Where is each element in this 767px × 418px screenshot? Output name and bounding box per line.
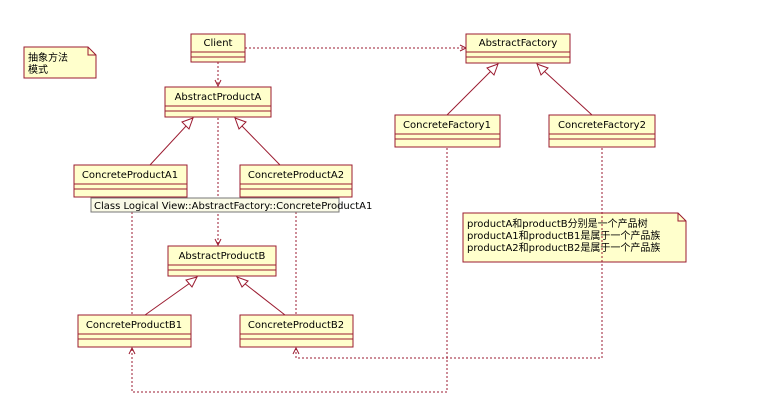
note-right-line-1: productA和productB分别是一个产品树 xyxy=(467,217,648,230)
class-concrete-product-b2[interactable]: ConcreteProductB2 xyxy=(239,314,354,348)
note-left[interactable]: 抽象方法 模式 xyxy=(23,46,97,79)
inherit-productb-triangle-2 xyxy=(235,276,249,288)
inherit-factory-triangle-2 xyxy=(536,63,549,76)
class-abstract-product-b[interactable]: AbstractProductB xyxy=(167,245,277,277)
class-concrete-product-b2-name: ConcreteProductB2 xyxy=(248,320,344,331)
dependency-lines xyxy=(128,44,603,393)
inherit-producta-triangle-2 xyxy=(234,117,247,130)
class-abstract-product-a[interactable]: AbstractProductA xyxy=(164,86,272,118)
note-right[interactable]: productA和productB分别是一个产品树 productA1和prod… xyxy=(462,212,687,263)
class-abstract-factory-name: AbstractFactory xyxy=(479,38,558,49)
class-concrete-factory-2-name: ConcreteFactory2 xyxy=(558,120,646,131)
hover-tooltip-text: Class Logical View::AbstractFactory::Con… xyxy=(94,201,372,212)
dep-client-producta-arrow xyxy=(214,79,222,88)
inherit-producta1 xyxy=(149,117,194,166)
class-concrete-factory-1-name: ConcreteFactory1 xyxy=(403,120,491,131)
class-concrete-product-a1-name: ConcreteProductA1 xyxy=(82,170,178,181)
note-left-line-2: 模式 xyxy=(28,63,48,76)
dep-factory1-b1-arrow xyxy=(128,346,136,355)
class-client[interactable]: Client xyxy=(190,33,246,63)
note-right-line-2: productA1和productB1是属于一个产品族 xyxy=(467,229,660,242)
class-concrete-factory-1[interactable]: ConcreteFactory1 xyxy=(394,114,501,148)
class-client-name: Client xyxy=(204,38,233,49)
inherit-producta-triangle-1 xyxy=(181,117,194,130)
class-concrete-factory-2[interactable]: ConcreteFactory2 xyxy=(548,114,656,148)
class-concrete-product-a2[interactable]: ConcreteProductA2 xyxy=(239,164,353,198)
hover-tooltip: Class Logical View::AbstractFactory::Con… xyxy=(90,197,372,213)
inherit-factory-triangle-1 xyxy=(486,63,499,76)
dep-factory1-products xyxy=(131,148,448,393)
inherit-factory1 xyxy=(446,63,499,116)
inherit-productb1 xyxy=(144,276,198,316)
dep-factory2-b2-arrow xyxy=(292,346,300,355)
inherit-factory2 xyxy=(536,63,593,116)
dep-factory2-products xyxy=(295,148,603,359)
class-concrete-product-b1-name: ConcreteProductB1 xyxy=(86,320,182,331)
class-abstract-product-b-name: AbstractProductB xyxy=(179,251,266,262)
class-concrete-product-b1[interactable]: ConcreteProductB1 xyxy=(77,314,192,348)
inherit-producta2 xyxy=(234,117,281,166)
class-abstract-factory[interactable]: AbstractFactory xyxy=(465,33,571,64)
class-concrete-product-a2-name: ConcreteProductA2 xyxy=(248,170,344,181)
class-concrete-product-a1[interactable]: ConcreteProductA1 xyxy=(73,164,188,198)
inherit-productb2 xyxy=(235,276,286,316)
inherit-productb-triangle-1 xyxy=(185,276,198,288)
note-right-line-3: productA2和productB2是属于一个产品族 xyxy=(467,241,660,254)
class-abstract-product-a-name: AbstractProductA xyxy=(175,92,262,103)
dep-client-productb-arrow xyxy=(214,238,222,247)
note-left-line-1: 抽象方法 xyxy=(28,51,68,64)
